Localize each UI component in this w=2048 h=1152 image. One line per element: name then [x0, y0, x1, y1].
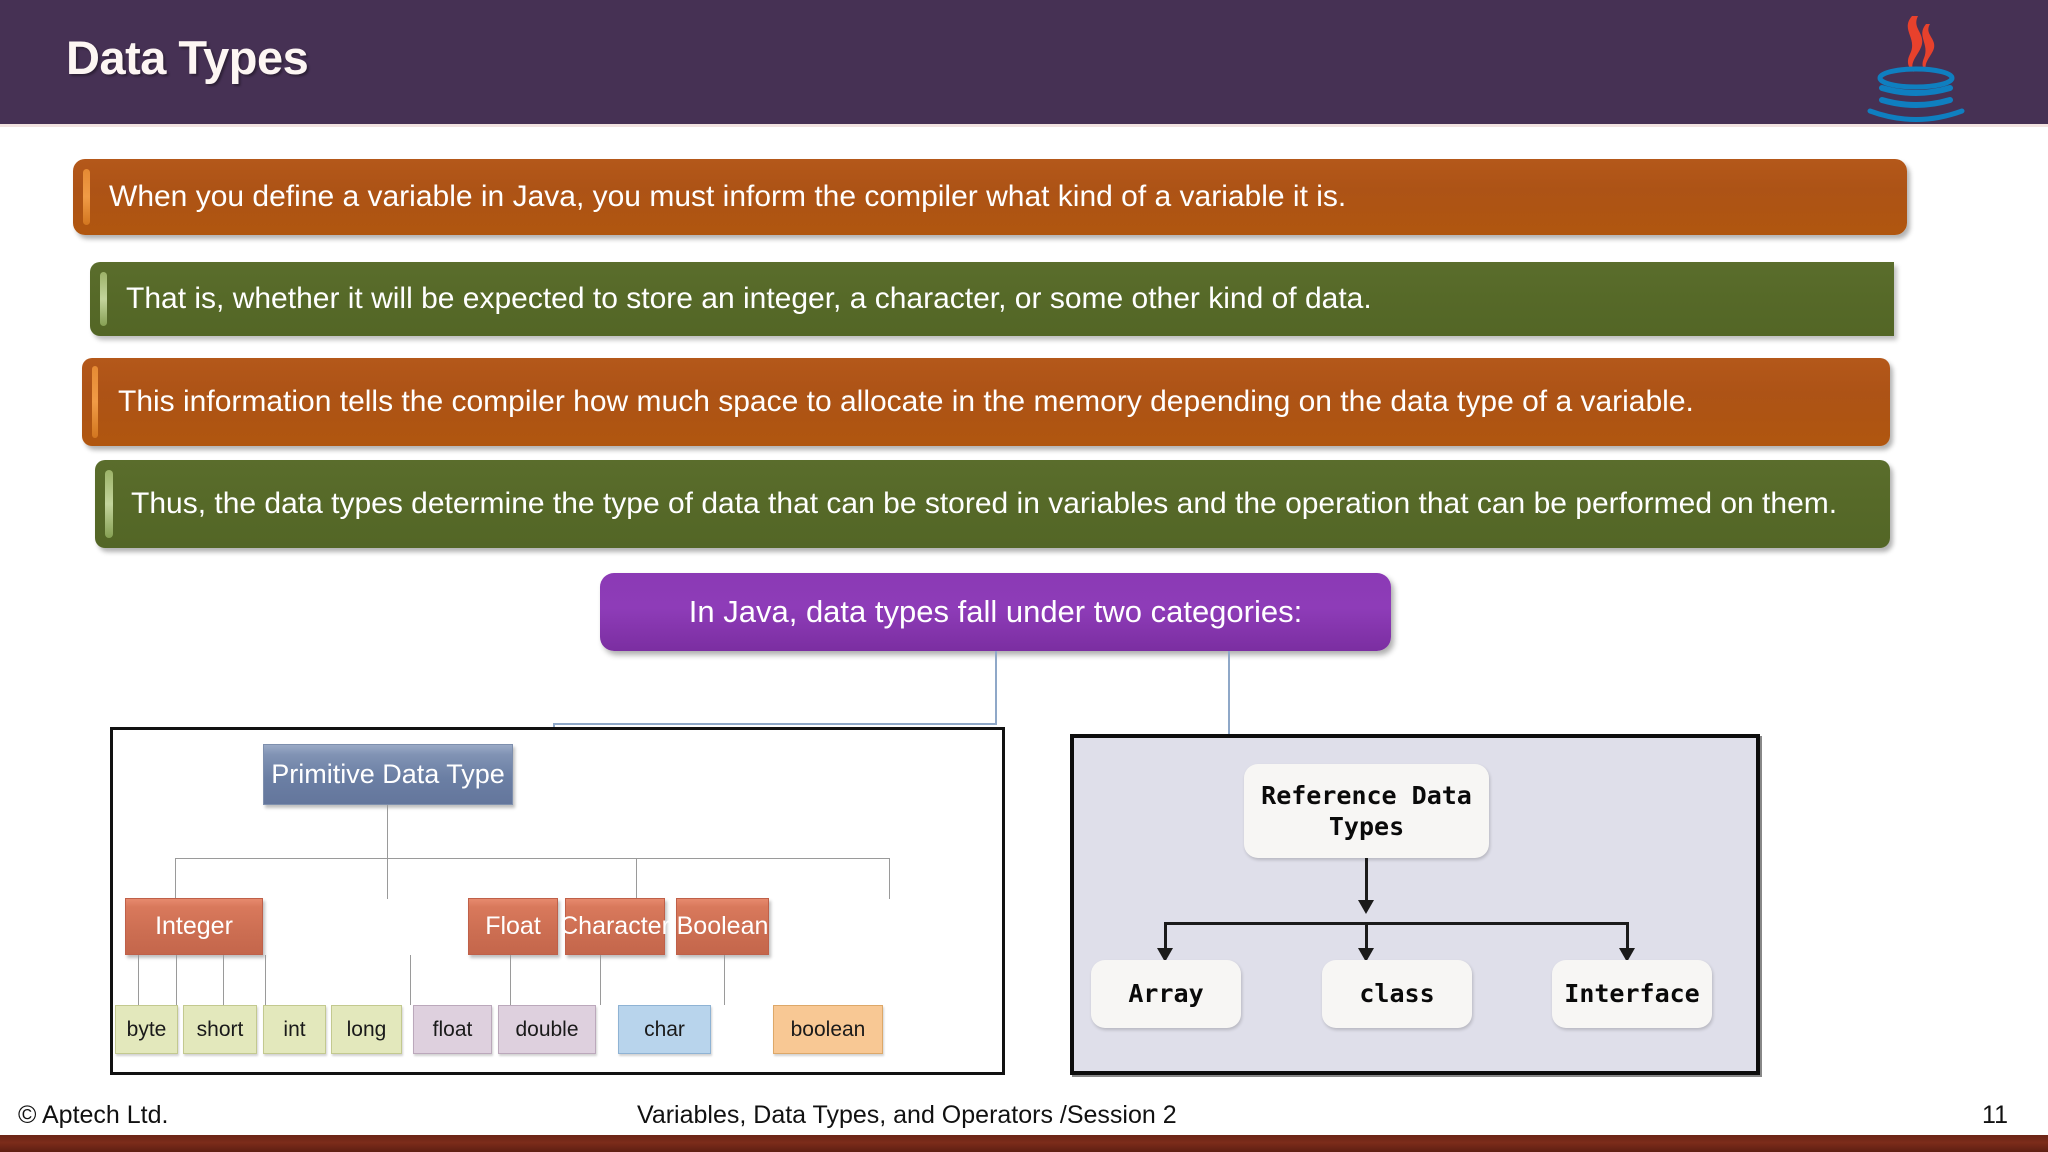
- banner-text: Thus, the data types determine the type …: [131, 486, 1838, 520]
- reference-data-types-title-box: Reference Data Types: [1244, 764, 1489, 858]
- primitive-group-character: Character: [560, 898, 670, 955]
- category-callout-text: In Java, data types fall under two categ…: [688, 594, 1303, 629]
- primitive-type-double: double: [498, 1005, 596, 1054]
- reference-type-label: class: [1359, 979, 1435, 1009]
- primitive-drop-boolean: [889, 858, 890, 899]
- primitive-type-label: short: [196, 1017, 244, 1041]
- banner-accent-bar: [83, 169, 90, 225]
- primitive-leaf-line-char: [600, 955, 601, 1005]
- primitive-type-long: long: [331, 1005, 402, 1054]
- primitive-leaf-line-int: [223, 955, 224, 1005]
- primitive-group-boolean: Boolean: [676, 898, 769, 955]
- reference-arrowhead-array: [1157, 948, 1173, 962]
- reference-drop-array: [1164, 922, 1167, 954]
- primitive-drop-integer: [175, 858, 176, 899]
- reference-drop-interface: [1626, 922, 1629, 954]
- reference-distribution-bar: [1164, 922, 1629, 925]
- primitive-drop-float: [387, 858, 388, 899]
- primitive-leaf-line-long: [265, 955, 266, 1005]
- primitive-type-label: boolean: [790, 1017, 866, 1041]
- page-title: Data Types: [66, 31, 309, 84]
- reference-arrowhead-interface: [1619, 948, 1635, 962]
- reference-trunk-arrowhead: [1358, 900, 1374, 914]
- banner-accent-bar: [100, 272, 107, 326]
- reference-title-line-1: Reference Data: [1261, 780, 1472, 810]
- slide-header: Data Types: [0, 0, 2048, 127]
- java-coffee-cup-logo-icon: [1856, 10, 1976, 128]
- primitive-type-byte: byte: [115, 1005, 178, 1054]
- primitive-group-float: Float: [468, 898, 558, 955]
- primitive-leaf-line-boolean: [724, 955, 725, 1005]
- reference-type-class: class: [1322, 960, 1472, 1028]
- primitive-distribution-bar: [175, 858, 889, 859]
- primitive-type-boolean: boolean: [773, 1005, 883, 1054]
- primitive-type-short: short: [183, 1005, 257, 1054]
- primitive-group-label: Integer: [155, 912, 233, 940]
- primitive-data-type-panel: Primitive Data Type Integer Float Charac…: [110, 727, 1005, 1075]
- reference-data-types-panel: Reference Data Types Array class Interfa…: [1070, 734, 1760, 1075]
- reference-type-label: Interface: [1564, 979, 1700, 1009]
- primitive-type-label: long: [346, 1017, 387, 1041]
- reference-arrowhead-class: [1358, 948, 1374, 962]
- statement-banner-4: Thus, the data types determine the type …: [95, 460, 1890, 548]
- footer-copyright: © Aptech Ltd.: [18, 1101, 169, 1129]
- primitive-data-type-title-box: Primitive Data Type: [263, 744, 513, 805]
- reference-type-array: Array: [1091, 960, 1241, 1028]
- connector-left-vertical-top: [995, 651, 997, 724]
- banner-accent-bar: [92, 366, 98, 438]
- primitive-leaf-line-double: [510, 955, 511, 1005]
- primitive-type-float: float: [413, 1005, 492, 1054]
- primitive-group-integer: Integer: [125, 898, 263, 955]
- banner-text: This information tells the compiler how …: [118, 384, 1694, 418]
- primitive-type-int: int: [263, 1005, 326, 1054]
- statement-banner-1: When you define a variable in Java, you …: [73, 159, 1907, 235]
- banner-text: That is, whether it will be expected to …: [126, 282, 1372, 316]
- connector-left-horizontal: [553, 723, 997, 725]
- footer-session: Variables, Data Types, and Operators /Se…: [637, 1101, 1177, 1129]
- primitive-trunk-line: [387, 805, 388, 858]
- banner-accent-bar: [105, 470, 113, 538]
- footer-page-number: 11: [1982, 1101, 2008, 1129]
- reference-type-label: Array: [1128, 979, 1204, 1009]
- primitive-type-label: int: [283, 1017, 306, 1041]
- category-callout-box: In Java, data types fall under two categ…: [600, 573, 1391, 651]
- primitive-leaf-line-float: [410, 955, 411, 1005]
- statement-banner-2: That is, whether it will be expected to …: [90, 262, 1894, 336]
- reference-drop-class: [1365, 922, 1368, 954]
- reference-trunk-line: [1365, 858, 1368, 906]
- primitive-data-type-title-text: Primitive Data Type: [271, 759, 505, 789]
- primitive-type-label: float: [432, 1017, 473, 1041]
- footer-bar: [0, 1135, 2048, 1152]
- reference-title-line-2: Types: [1328, 812, 1405, 841]
- banner-text: When you define a variable in Java, you …: [109, 180, 1347, 214]
- primitive-drop-character: [636, 858, 637, 899]
- reference-type-interface: Interface: [1552, 960, 1712, 1028]
- primitive-group-label: Character: [560, 912, 670, 940]
- primitive-leaf-line-byte: [138, 955, 139, 1005]
- primitive-group-label: Float: [485, 912, 541, 940]
- reference-data-types-title-text: Reference Data Types: [1261, 780, 1472, 843]
- primitive-type-label: char: [644, 1017, 685, 1041]
- primitive-type-char: char: [618, 1005, 711, 1054]
- statement-banner-3: This information tells the compiler how …: [82, 358, 1890, 446]
- primitive-type-label: byte: [126, 1017, 167, 1041]
- connector-right-vertical-top: [1228, 651, 1230, 754]
- primitive-group-label: Boolean: [676, 912, 769, 940]
- primitive-type-label: double: [515, 1017, 579, 1041]
- primitive-leaf-line-short: [176, 955, 177, 1005]
